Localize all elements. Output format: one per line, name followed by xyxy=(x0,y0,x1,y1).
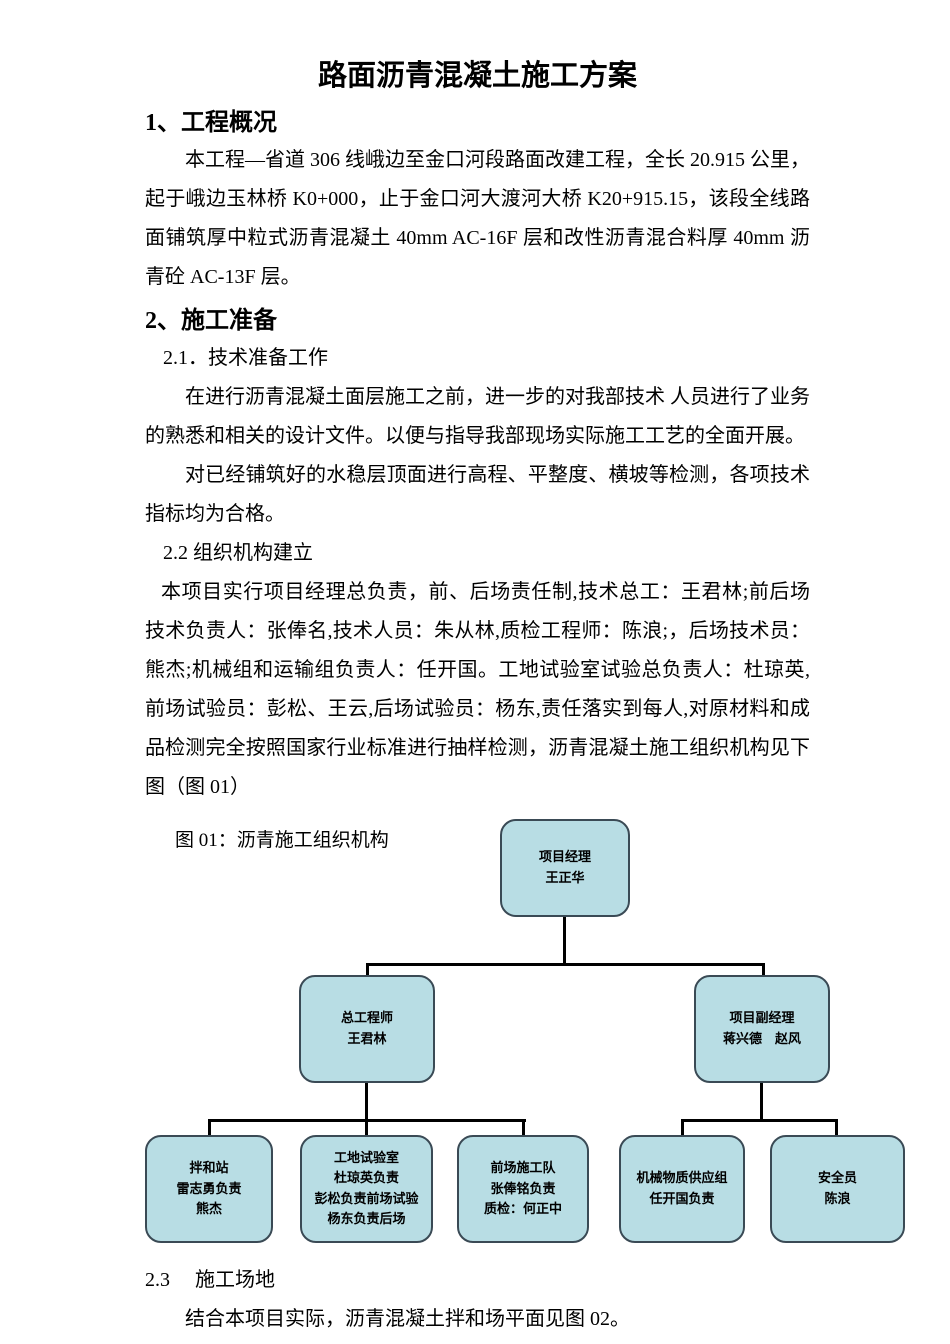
org-node-site-lab: 工地试验室 杜琼英负责 彭松负责前场试验 杨东负责后场 xyxy=(300,1134,433,1243)
section-2-1-heading: 2.1．技术准备工作 xyxy=(163,346,328,369)
connector-line xyxy=(681,1118,838,1122)
section-2-2-heading: 2.2 组织机构建立 xyxy=(163,541,313,564)
section-1-paragraph: 本工程—省道 306 线峨边至金口河段路面改建工程，全长 20.915 公里，起… xyxy=(145,148,810,288)
org-node-safety-officer: 安全员 陈浪 xyxy=(770,1134,905,1243)
connector-line xyxy=(563,916,566,965)
section-2-heading: 2、施工准备 xyxy=(145,307,277,334)
section-2-3-heading: 2.3 施工场地 xyxy=(145,1268,275,1291)
section-2-1-paragraph-1: 在进行沥青混凝土面层施工之前，进一步的对我部技术 人员进行了业务的熟悉和相关的设… xyxy=(145,385,810,447)
section-2-1-paragraph-2: 对已经铺筑好的水稳层顶面进行高程、平整度、横坡等检测，各项技术指标均为合格。 xyxy=(145,463,810,525)
connector-line xyxy=(835,1118,838,1137)
org-node-front-crew: 前场施工队 张俸铭负责 质检：何正中 xyxy=(457,1134,589,1243)
org-chart: 图 01：沥青施工组织机构 项目经理 王正华 总工程师 王君林 项目副经理 蒋兴… xyxy=(0,813,950,1255)
org-node-project-manager: 项目经理 王正华 xyxy=(500,818,630,917)
connector-line xyxy=(366,962,369,977)
figure-01-caption: 图 01：沥青施工组织机构 xyxy=(175,829,389,851)
connector-line xyxy=(760,1082,763,1122)
connector-line xyxy=(681,1118,684,1137)
section-1-heading: 1、工程概况 xyxy=(145,109,277,136)
document-title: 路面沥青混凝土施工方案 xyxy=(317,60,637,92)
connector-line xyxy=(208,1118,211,1137)
org-node-chief-engineer: 总工程师 王君林 xyxy=(299,974,435,1083)
section-2-3-paragraph: 结合本项目实际，沥青混凝土拌和场平面见图 02。 xyxy=(185,1307,630,1330)
org-node-deputy-manager: 项目副经理 蒋兴德 赵风 xyxy=(694,974,830,1083)
connector-line xyxy=(762,962,765,977)
connector-line xyxy=(366,962,765,966)
org-node-machinery-supply: 机械物质供应组 任开国负责 xyxy=(619,1134,745,1243)
org-node-mixing-station: 拌和站 雷志勇负责 熊杰 xyxy=(145,1134,273,1243)
connector-line xyxy=(365,1082,368,1122)
section-2-2-paragraph: 本项目实行项目经理总负责，前、后场责任制,技术总工：王君林;前后场技术负责人：张… xyxy=(145,580,810,798)
connector-line xyxy=(365,1118,368,1137)
connector-line xyxy=(522,1118,525,1137)
